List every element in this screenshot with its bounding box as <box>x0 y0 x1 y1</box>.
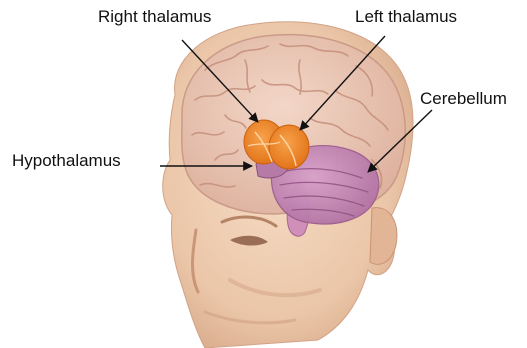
label-left-thalamus: Left thalamus <box>355 8 457 25</box>
label-right-thalamus: Right thalamus <box>98 8 211 25</box>
label-hypothalamus: Hypothalamus <box>12 152 121 169</box>
label-cerebellum: Cerebellum <box>420 90 507 107</box>
